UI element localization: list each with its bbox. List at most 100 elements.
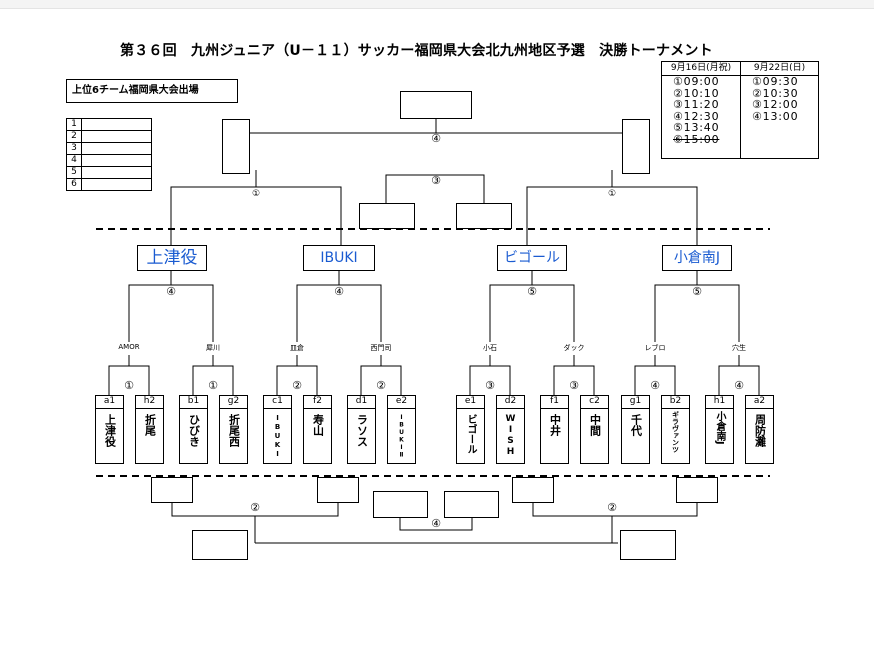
team-name: 寿山 [311, 414, 325, 436]
lower-center-box-1 [373, 491, 428, 518]
team-code: c1 [264, 396, 291, 409]
lower-result-right-box [620, 530, 676, 560]
schedule-time: ①09:30 [752, 75, 799, 88]
lower-right-box-1 [512, 477, 554, 503]
schedule-time: ④12:30 [673, 109, 720, 123]
team-card: b1 ひびき [179, 395, 208, 464]
schedule-day1: 9月16日(月祝) ①09:00 ②10:10 ③11:20 ④12:30 ⑤1… [662, 62, 741, 158]
lower-center-box-2 [444, 491, 499, 518]
team-card: g2 折尾西 [219, 395, 248, 464]
schedule-time: ④13:00 [752, 109, 799, 123]
r1-match-number: ① [124, 379, 134, 392]
team-code: d2 [497, 396, 524, 409]
lower-result-left-box [192, 530, 248, 560]
champion-box [400, 91, 472, 119]
team-card: e2 IBUKIⅡ [387, 395, 416, 464]
qualifier-row: 6 [67, 179, 151, 191]
r1-match-number: ② [292, 379, 302, 392]
top-toolbar-strip [0, 0, 874, 9]
semi-right-match-number: ① [607, 189, 617, 199]
r2-label: AMOR [118, 343, 140, 351]
qualifier-rank: 6 [67, 179, 82, 190]
team-code: b1 [180, 396, 207, 409]
team-name: 周防灘 [753, 414, 767, 447]
r2-label: 西門司 [370, 344, 392, 352]
team-name: 中井 [548, 414, 562, 436]
qualifier-rank: 1 [67, 119, 82, 130]
team-code: e2 [388, 396, 415, 409]
seed-team-label: 小倉南J [662, 245, 732, 271]
semi-left-match-number: ① [251, 189, 261, 199]
team-card: c2 中間 [580, 395, 609, 464]
third-place-match-number: ③ [431, 174, 441, 187]
team-card: f1 中井 [540, 395, 569, 464]
team-code: d1 [348, 396, 375, 409]
r2-label: レブロ [644, 344, 666, 352]
team-code: f2 [304, 396, 331, 409]
schedule-time-cancelled: ⑥15:00 [673, 132, 720, 146]
team-name: IBUKI [273, 414, 282, 459]
team-card: d1 ラソス [347, 395, 376, 464]
qualifiers-heading: 上位6チーム福岡県大会出場 [66, 79, 238, 103]
r2-label: 小石 [483, 344, 497, 352]
lower-left-box-1 [151, 477, 193, 503]
qualifier-row: 2 [67, 131, 151, 143]
seed-team-label: 上津役 [137, 245, 207, 271]
team-card: g1 千代 [621, 395, 650, 464]
r2-label: 皿倉 [290, 344, 304, 352]
bottom-left-match-number: ② [250, 501, 260, 514]
qualifier-rank: 4 [67, 155, 82, 166]
team-card: d2 WISH [496, 395, 525, 464]
r2-label: 穴生 [732, 344, 746, 352]
lower-left-box-2 [317, 477, 359, 503]
qualifier-rank: 2 [67, 131, 82, 142]
schedule-time: ③11:20 [673, 98, 720, 112]
third-place-left-box [359, 203, 415, 229]
r1-match-number: ① [208, 379, 218, 392]
team-name: ひびき [187, 414, 201, 447]
qualifier-rank: 3 [67, 143, 82, 154]
qualifier-row: 3 [67, 143, 151, 155]
team-card: f2 寿山 [303, 395, 332, 464]
team-code: h2 [136, 396, 163, 409]
r1-match-number: ④ [734, 379, 744, 392]
qualifiers-list: 1 2 3 4 5 6 [66, 118, 152, 191]
third-place-right-box [456, 203, 512, 229]
qualifier-row: 1 [67, 119, 151, 131]
schedule-day2: 9月22日(日) ①09:30 ②10:30 ③12:00 ④13:00 [741, 62, 818, 158]
team-name: ビゴール [465, 414, 476, 454]
team-name: WISH [505, 414, 516, 458]
lower-right-box-2 [676, 477, 718, 503]
bottom-right-match-number: ② [607, 501, 617, 514]
team-code: h1 [706, 396, 733, 409]
team-code: g1 [622, 396, 649, 409]
seed-team-label: ビゴール [497, 245, 567, 271]
team-code: b2 [662, 396, 689, 409]
team-card: h2 折尾 [135, 395, 164, 464]
r1-match-number: ② [376, 379, 386, 392]
team-name: 小倉南J [714, 411, 725, 445]
team-card: a1 上津役 [95, 395, 124, 464]
team-name: 折尾西 [227, 414, 241, 447]
team-card: c1 IBUKI [263, 395, 292, 464]
schedule-table: 9月16日(月祝) ①09:00 ②10:10 ③11:20 ④12:30 ⑤1… [661, 61, 819, 159]
schedule-time: ③12:00 [752, 98, 799, 112]
team-code: a1 [96, 396, 123, 409]
schedule-time: ②10:10 [673, 86, 720, 100]
finalist-right-box [622, 119, 650, 174]
qualifier-row: 5 [67, 167, 151, 179]
qf4-match-number: ⑤ [692, 285, 702, 298]
r1-match-number: ④ [650, 379, 660, 392]
schedule-time: ①09:00 [673, 75, 720, 88]
qualifier-rank: 5 [67, 167, 82, 178]
team-name: 千代 [629, 414, 643, 436]
qf1-match-number: ④ [166, 285, 176, 298]
team-name: 中間 [588, 414, 602, 436]
team-code: a2 [746, 396, 773, 409]
finalist-left-box [222, 119, 250, 174]
final-match-number: ④ [431, 132, 441, 145]
team-code: f1 [541, 396, 568, 409]
schedule-day1-label: 9月16日(月祝) [662, 62, 740, 76]
team-name: IBUKIⅡ [398, 414, 405, 459]
